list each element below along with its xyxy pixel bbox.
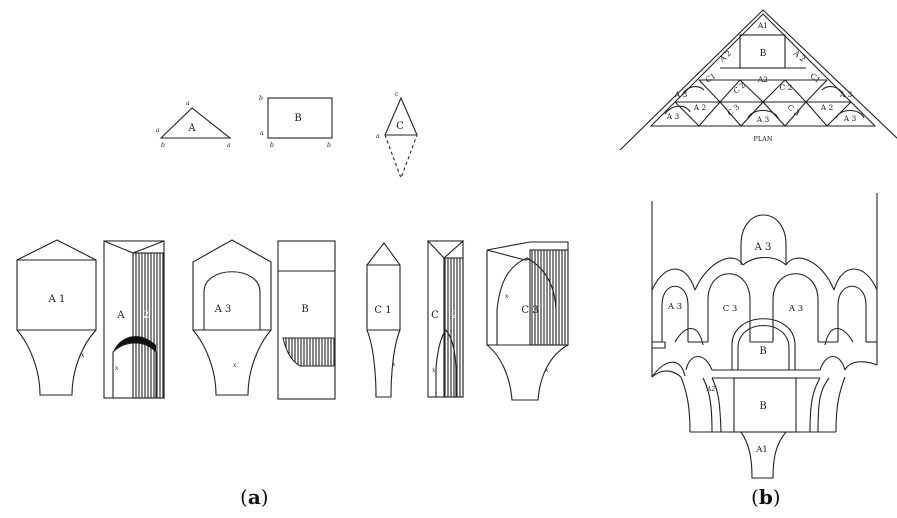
plan-label-a3-low-left: A 3	[666, 112, 680, 121]
elevation-label-b-upper: B	[759, 346, 766, 357]
piece-a1-label: A 1	[48, 294, 66, 305]
plan-label-a3-center: A 3	[756, 115, 770, 124]
triangle-label: A	[187, 123, 196, 134]
rhombus-corner-top: c	[395, 91, 399, 98]
plan-title: PLAN	[753, 135, 772, 143]
plan-label-a2-low-right: A 2	[820, 103, 834, 112]
rectangle-corner-top-left: b	[259, 95, 263, 102]
piece-c3-label: C 3	[521, 305, 538, 316]
piece-a1: A 1 x	[16, 239, 97, 396]
piece-c1-x: x	[392, 361, 396, 368]
rectangle-corner-left: a	[260, 130, 264, 137]
plan-label-c1-right: C1	[809, 71, 823, 84]
plan-label-a1: A1	[757, 21, 768, 30]
piece-a2-letter: A	[116, 310, 125, 321]
piece-c1: C 1 x	[366, 242, 401, 398]
caption-a: (a)	[240, 485, 269, 509]
rectangle-corner-bottom-left: b	[270, 142, 274, 149]
caption-b-letter: b	[758, 485, 773, 509]
piece-a2-number: 2	[143, 310, 149, 321]
plan-label-c3-left: C 3	[726, 102, 742, 117]
plan-diagram: A1 B A 2 A 2 A 3 C1 A2 C1 A 3 C 2 C 2 A …	[619, 9, 897, 151]
rhombus-corner-left: a	[376, 133, 380, 140]
plan-label-a2-left: A 2	[717, 48, 733, 64]
piece-c2-letter: C	[431, 310, 439, 321]
piece-c3-x-lower: x	[545, 367, 549, 374]
elevation-label-a2: A2	[706, 386, 715, 393]
piece-c3-x-upper: x	[505, 293, 509, 300]
plan-label-b: B	[760, 49, 767, 59]
piece-b: B	[277, 240, 336, 400]
plan-label-a2-low-left: A 2	[693, 103, 707, 112]
piece-c2-number: 2	[451, 310, 457, 321]
elevation-label-a3-top: A 3	[754, 242, 772, 253]
elevation-label-a3-right: A 3	[788, 304, 803, 314]
caption-b: (b)	[751, 485, 781, 509]
basic-shape-triangle: A a a b a	[156, 100, 232, 149]
elevation-diagram: A 3 A 3 C 3 A 3 B A2 B A1	[651, 193, 878, 479]
elevation-label-a3-left: A 3	[667, 302, 682, 312]
plan-label-c1-left: C1	[704, 71, 718, 84]
triangle-corner-top: a	[186, 100, 190, 107]
piece-c1-label: C 1	[374, 305, 391, 316]
piece-a2-x: x	[115, 365, 119, 372]
plan-label-a2-center: A2	[757, 75, 768, 84]
piece-b-label: B	[301, 304, 308, 315]
triangle-corner-left: a	[156, 127, 160, 134]
plan-label-c3-right: C 3	[786, 102, 802, 117]
rhombus-label: C	[396, 121, 404, 132]
piece-a3-x: x	[233, 362, 237, 369]
piece-a1-x: x	[81, 352, 85, 359]
basic-shape-rectangle: B b a b b	[259, 95, 333, 149]
elevation-label-c3: C 3	[723, 304, 738, 314]
rectangle-corner-bottom-right: b	[327, 142, 331, 149]
piece-a3: A 3 x	[192, 239, 272, 396]
piece-a3-label: A 3	[214, 304, 232, 315]
plan-label-a3-right: A 3	[839, 90, 853, 99]
plan-label-a3-left: A 3	[674, 90, 688, 99]
plan-label-c2-right: C 2	[780, 83, 793, 92]
piece-c3: C 3 x x	[486, 241, 569, 401]
triangle-corner-bottom-left: b	[161, 142, 165, 149]
elevation-label-b-lower: B	[759, 401, 766, 412]
piece-a2: A 2 x	[103, 240, 165, 399]
piece-c2-x: x	[432, 367, 436, 374]
caption-a-letter: a	[247, 485, 261, 509]
piece-c2: C 2 x	[426, 240, 465, 398]
elevation-label-a1: A1	[755, 445, 768, 455]
triangle-corner-bottom-right: a	[227, 142, 231, 149]
basic-shape-rhombus: C c a	[376, 91, 418, 181]
plan-label-c2-left: C 2	[732, 80, 748, 95]
rectangle-label: B	[294, 113, 301, 124]
plan-label-a3-low-right: A 3	[843, 114, 857, 123]
